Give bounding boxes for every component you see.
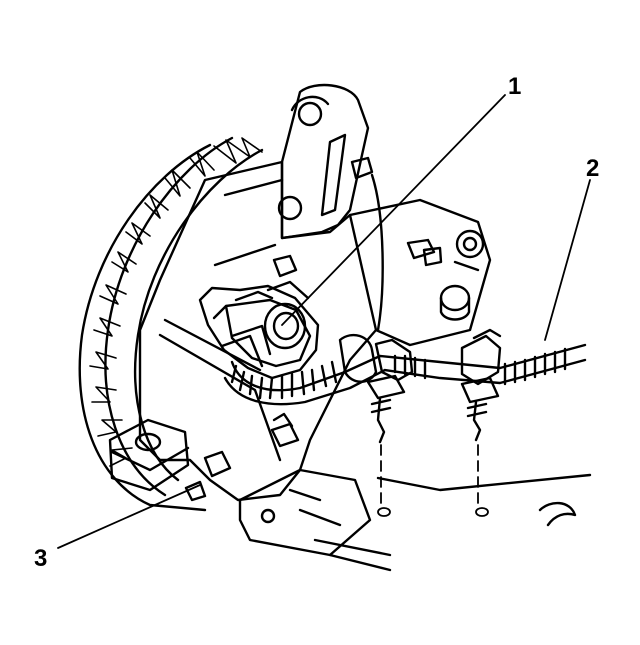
leader-line-3 — [57, 484, 201, 549]
callout-3: 3 — [34, 545, 47, 572]
callout-2: 2 — [586, 155, 599, 182]
bolt-boss — [406, 229, 485, 272]
leader-line-1 — [281, 94, 506, 326]
callout-1: 1 — [508, 73, 521, 100]
fastener-guides — [377, 444, 489, 517]
wiring-harness — [223, 328, 587, 444]
wheel-speed-sensor — [198, 280, 320, 380]
steering-knuckle — [108, 83, 592, 572]
leader-line-2 — [544, 179, 591, 341]
leader-lines — [57, 94, 591, 549]
